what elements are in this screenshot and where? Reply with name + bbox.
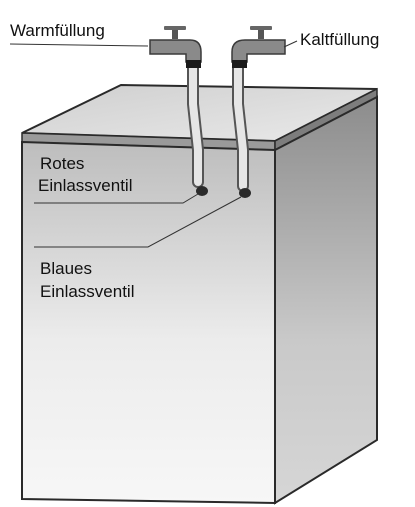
warm-fill-label: Warmfüllung	[10, 21, 105, 40]
cabinet-side	[274, 95, 378, 505]
warm-hose-highlight	[189, 62, 202, 186]
cabinet-front	[21, 140, 276, 505]
red-inlet-valve	[196, 186, 208, 196]
cold-hose-highlight	[234, 62, 247, 190]
cold-fill-label: Kaltfüllung	[300, 30, 380, 49]
warm-leader-line	[9, 43, 149, 47]
red-valve-label-line2: Einlassventil	[38, 176, 133, 195]
blue-inlet-valve	[239, 188, 251, 198]
blue-valve-label-line2: Einlassventil	[40, 282, 135, 301]
blue-valve-label-line1: Blaues	[40, 259, 92, 278]
red-valve-label-line1: Rotes	[40, 154, 85, 173]
red-valve-leader-line	[34, 193, 199, 204]
warm-tap-icon	[149, 26, 202, 68]
kalt-leader-line	[283, 40, 298, 48]
blue-valve-leader-line	[34, 196, 242, 248]
kalt-tap-icon	[231, 26, 286, 68]
